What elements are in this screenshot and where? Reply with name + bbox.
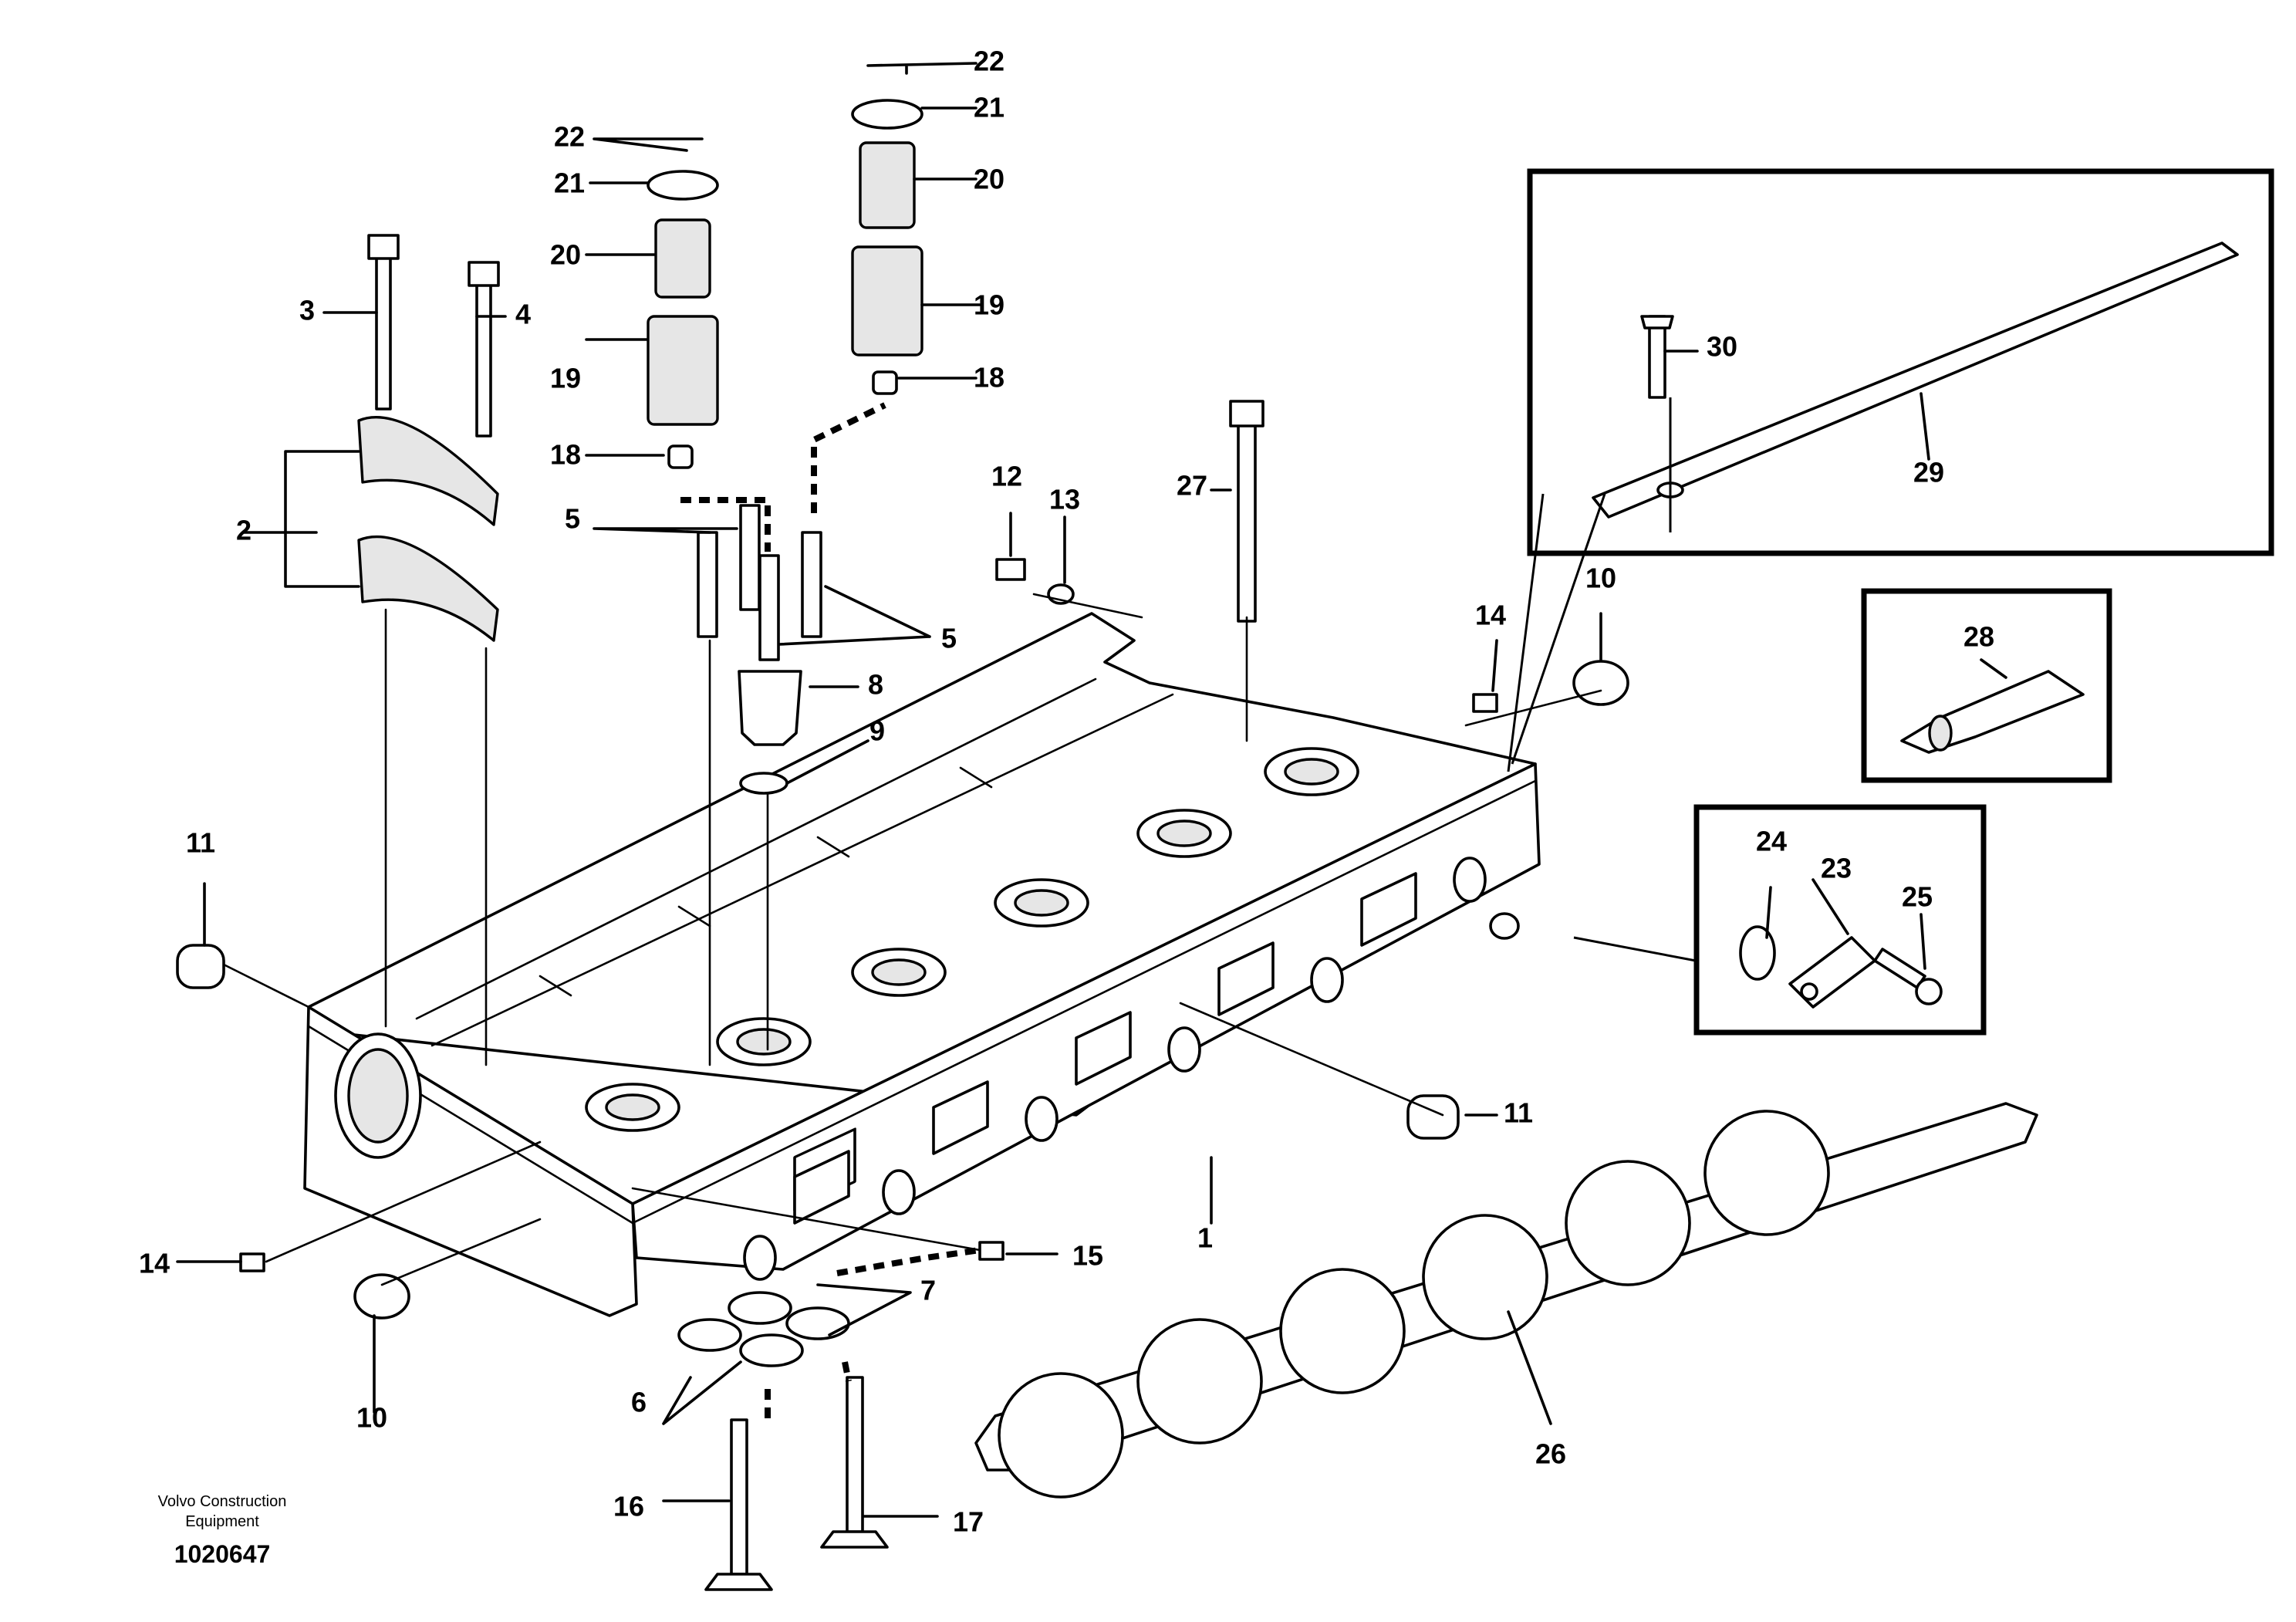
- callout-13: 13: [1049, 484, 1080, 515]
- callout-4: 4: [515, 299, 531, 330]
- brand-line-1: Volvo Construction: [158, 1493, 287, 1510]
- callout-16: 16: [613, 1491, 644, 1522]
- callout-20a: 20: [550, 239, 581, 271]
- callout-10b: 10: [356, 1402, 387, 1434]
- cylinder-head: [303, 612, 1541, 1317]
- callout-22b: 22: [974, 46, 1004, 77]
- callout-12: 12: [991, 461, 1022, 492]
- inset-wiring-bracket: [1507, 168, 2274, 772]
- callout-5b: 5: [941, 623, 957, 654]
- callout-14b: 14: [139, 1248, 170, 1279]
- callout-20b: 20: [974, 164, 1004, 195]
- callout-2: 2: [236, 515, 252, 546]
- callout-3: 3: [299, 295, 315, 326]
- callout-24: 24: [1756, 826, 1787, 857]
- small-parts: [176, 234, 1629, 1591]
- callout-21a: 21: [554, 167, 585, 199]
- cylinder-head-valve-seats: [415, 678, 1359, 1132]
- callout-7: 7: [920, 1275, 936, 1306]
- callout-19b: 19: [974, 289, 1004, 321]
- callout-30: 30: [1707, 331, 1737, 363]
- brand-line-2: Equipment: [185, 1513, 259, 1530]
- valve-spring-stacks: [647, 99, 981, 1420]
- callout-23: 23: [1821, 853, 1852, 884]
- callout-18b: 18: [974, 362, 1004, 394]
- footer: Volvo Construction Equipment 1020647: [158, 1493, 287, 1568]
- callout-21b: 21: [974, 92, 1004, 123]
- drawing-number: 1020647: [174, 1540, 271, 1568]
- callout-18a: 18: [550, 439, 581, 471]
- callout-25: 25: [1902, 881, 1933, 913]
- callout-8: 8: [868, 669, 883, 701]
- callout-labels: 1 2 3 4 5 5 6 7 8 9 10 10 11 11 12 13 14…: [139, 46, 1994, 1538]
- callout-28: 28: [1963, 621, 1994, 653]
- callout-27: 27: [1177, 470, 1207, 502]
- inset-sealant-tube: [1861, 588, 2112, 783]
- callout-11a: 11: [186, 827, 215, 859]
- callout-14a: 14: [1475, 600, 1506, 631]
- callout-22a: 22: [554, 121, 585, 153]
- head-gasket: [974, 1102, 2038, 1499]
- callout-10a: 10: [1585, 563, 1616, 594]
- cylinder-head-ports: [743, 857, 1520, 1281]
- callout-11b: 11: [1504, 1097, 1533, 1129]
- callout-17: 17: [953, 1506, 984, 1538]
- leader-lines: [176, 62, 2007, 1518]
- callout-26: 26: [1535, 1438, 1566, 1470]
- callout-5a: 5: [565, 503, 580, 535]
- callout-9: 9: [869, 715, 885, 747]
- callout-6: 6: [631, 1387, 647, 1418]
- callout-1: 1: [1197, 1222, 1213, 1253]
- callout-15: 15: [1072, 1240, 1103, 1272]
- callout-29: 29: [1913, 457, 1944, 488]
- callout-19a: 19: [550, 363, 581, 394]
